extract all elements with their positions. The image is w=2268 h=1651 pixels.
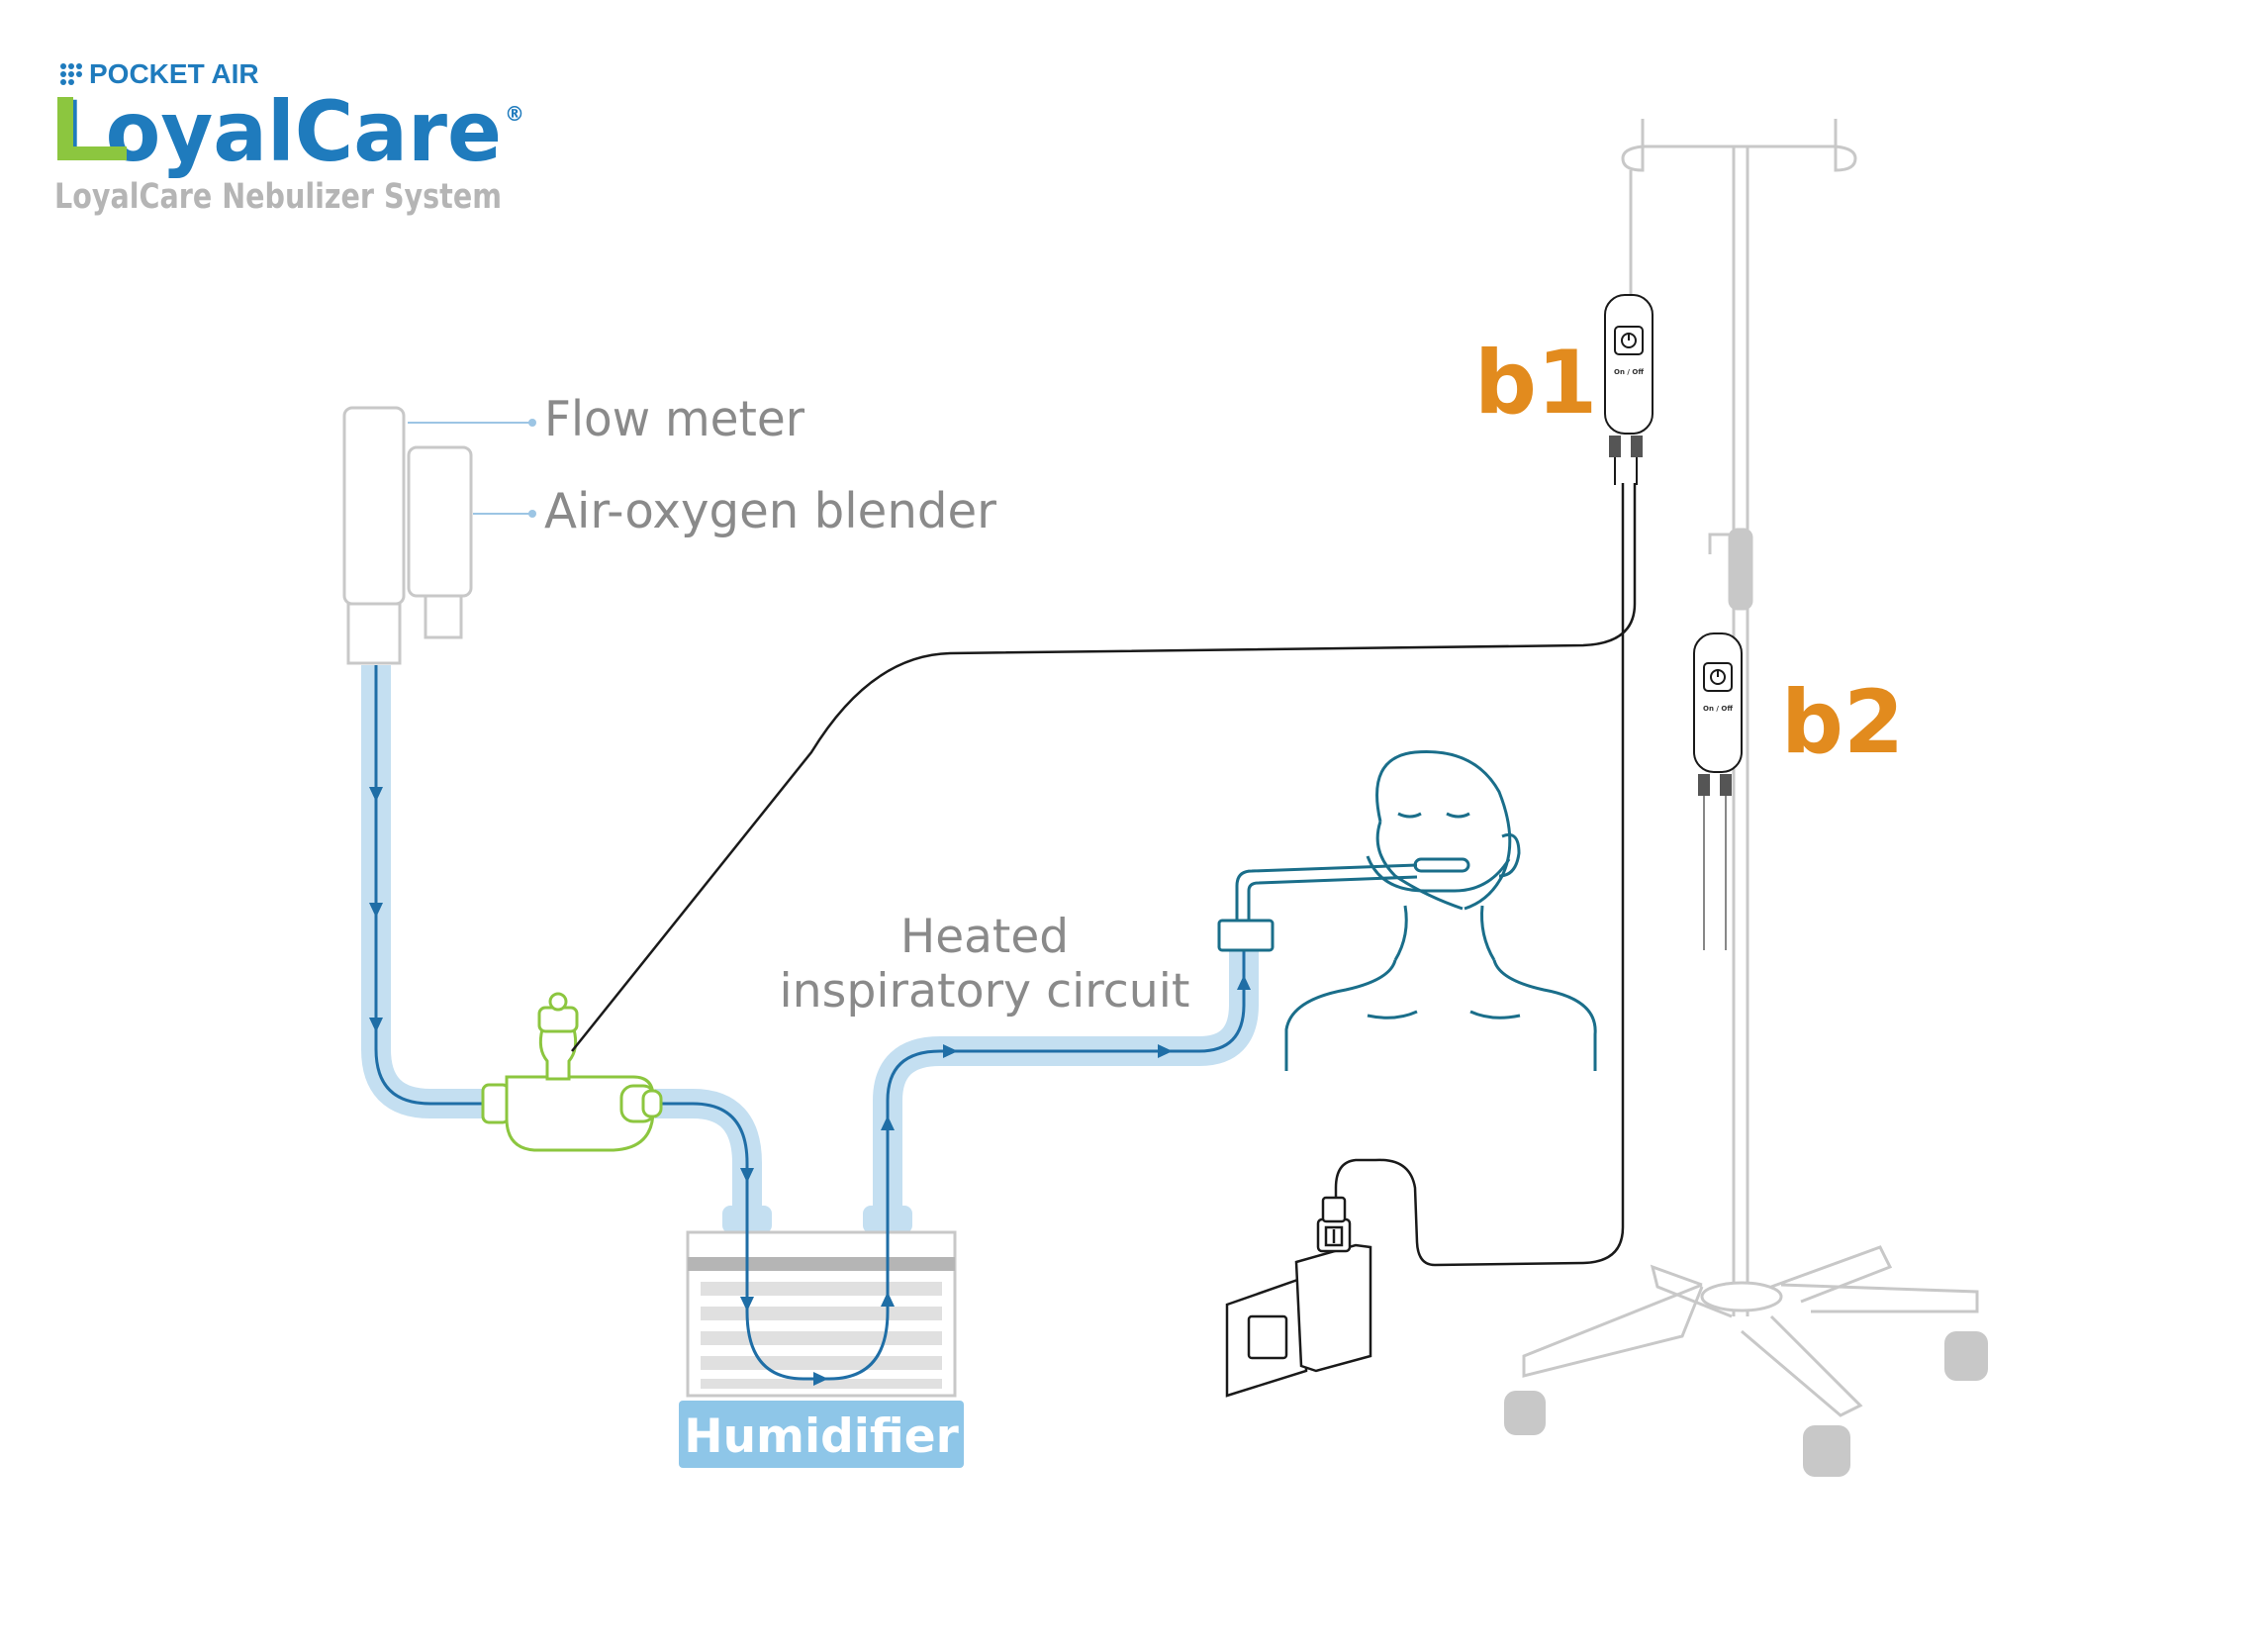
logo-subtitle: LoyalCare Nebulizer System — [54, 177, 502, 217]
iv-pole-hub — [1700, 1281, 1783, 1312]
nebulizer-outlet-tip — [641, 1089, 663, 1118]
flow-meter-outlet — [346, 602, 402, 665]
controller-b2: On / Off — [1693, 632, 1743, 950]
power-adapter — [1294, 1196, 1372, 1373]
controller-b2-caption: On / Off — [1703, 705, 1733, 713]
flow-path — [374, 665, 1246, 1381]
supply-tube — [361, 665, 490, 1118]
humidifier-label: Humidifier — [684, 1409, 959, 1464]
patient-eye-right — [1446, 812, 1470, 819]
nebulizer-knob — [548, 992, 568, 1012]
cannula-tube — [1235, 863, 1418, 934]
nasal-cannula-prong — [1413, 857, 1470, 873]
nebulizer-inlet-stub — [481, 1083, 511, 1124]
patient-eye-left — [1397, 812, 1422, 819]
nebulizer-body — [505, 1075, 655, 1152]
flow-meter-body — [342, 406, 406, 606]
wall-outlet — [1225, 1275, 1308, 1398]
humidifier-badge — [679, 1401, 964, 1468]
controller-b2-label: b2 — [1781, 671, 1904, 773]
heated-circuit-label-line2: inspiratory circuit — [780, 964, 1190, 1019]
cannula-loop — [1366, 855, 1511, 893]
iv-pole-base — [1522, 1245, 1979, 1417]
cable-b1-to-nebulizer — [571, 483, 1637, 1052]
patient-ear — [1498, 832, 1521, 878]
controller-b1-caption: On / Off — [1614, 368, 1644, 376]
flow-arrow-icon — [369, 787, 1251, 1386]
tubing — [361, 665, 1259, 1213]
patient-neck-right — [1480, 905, 1496, 961]
flow-meter-label: Flow meter — [544, 391, 805, 447]
iv-pole-hook-right — [1834, 119, 1857, 172]
controller-b1: On / Off — [1604, 294, 1654, 485]
iv-pole-hook-left — [1621, 119, 1645, 297]
patient-shoulders — [1284, 959, 1597, 1071]
controller-b1-label: b1 — [1474, 332, 1597, 434]
nebulizer-cup — [538, 1027, 578, 1081]
cables — [571, 483, 1637, 1267]
patient-neck-left — [1393, 905, 1408, 961]
iv-pole-clamp — [1728, 528, 1753, 611]
heated-circuit-label-line1: Heated — [900, 910, 1069, 964]
blender-label: Air-oxygen blender — [544, 483, 997, 539]
patient-collarbone — [1367, 1010, 1521, 1020]
flow-meter-assembly — [342, 406, 473, 665]
temperature-sensor-box — [1217, 919, 1275, 952]
humidifier: Humidifier — [679, 1206, 964, 1468]
logo-brand-small: POCKET AIR — [89, 58, 259, 89]
patient-jaw — [1375, 821, 1464, 911]
blender-outlet — [424, 594, 463, 639]
iv-pole-wheels — [1504, 1331, 1988, 1477]
iv-pole — [1522, 119, 1979, 1417]
nebulizer — [481, 992, 663, 1152]
blender-body — [407, 445, 473, 598]
nebulizer-cap — [537, 1006, 579, 1033]
pocket-air-dots-icon — [60, 63, 82, 85]
patient-head — [1375, 750, 1512, 911]
label-leaders — [408, 419, 536, 518]
logo-brand-big: LoyalCare — [54, 83, 502, 180]
usb-icon — [1324, 1225, 1344, 1247]
logo: POCKET AIR LoyalCare ® LoyalCare Nebuliz… — [54, 58, 524, 217]
patient — [1217, 750, 1597, 1071]
logo-registered-mark: ® — [505, 102, 524, 126]
humidifier-fins — [701, 1282, 942, 1389]
cable-b1-to-adapter — [1334, 483, 1625, 1267]
humidifier-lid-band — [688, 1257, 955, 1271]
logo-swoosh — [57, 97, 127, 160]
